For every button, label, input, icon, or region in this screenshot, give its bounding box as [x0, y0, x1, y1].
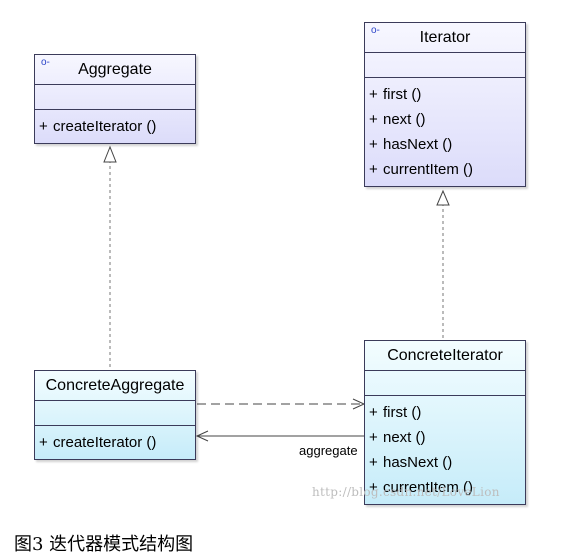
aggregate-operations: + createIterator () [35, 110, 195, 143]
operation-label: currentItem () [383, 161, 474, 178]
concrete-iterator-attributes [365, 371, 525, 396]
operation: + hasNext () [369, 450, 525, 475]
public-visibility-icon: + [39, 434, 48, 451]
operation-label: currentItem () [383, 479, 474, 496]
association-arrowhead [195, 430, 209, 442]
public-visibility-icon: + [369, 454, 378, 471]
public-visibility-icon: + [369, 136, 378, 153]
iterator-class-name: Iterator [419, 29, 471, 46]
public-visibility-icon: + [369, 86, 378, 103]
public-visibility-icon: + [369, 161, 378, 178]
operation: + first () [369, 400, 525, 425]
operation-label: first () [383, 86, 422, 103]
operation: + next () [369, 425, 525, 450]
realization-arrowhead-iterator [436, 189, 450, 206]
realization-arrowhead-aggregate [103, 145, 117, 163]
iterator-class[interactable]: o- Iterator + first () + next () + hasNext … [364, 22, 526, 187]
operation: + hasNext () [369, 132, 525, 157]
operation: + createIterator () [39, 430, 195, 455]
concrete-iterator-class-header: ConcreteIterator [365, 341, 525, 371]
operation: + currentItem () [369, 157, 525, 182]
operation-label: first () [383, 404, 422, 421]
iterator-attributes [365, 53, 525, 78]
concrete-iterator-operations: + first () + next () + hasNext () + currentI… [365, 396, 525, 504]
operation-label: createIterator () [53, 118, 157, 135]
watermark: http://blog.csdn.net/LoveLion [312, 485, 500, 499]
operation: + createIterator () [39, 114, 195, 139]
operation-label: next () [383, 111, 426, 128]
concrete-aggregate-class-header: ConcreteAggregate [35, 371, 195, 401]
concrete-aggregate-class-name: ConcreteAggregate [45, 377, 185, 394]
concrete-aggregate-operations: + createIterator () [35, 426, 195, 459]
concrete-iterator-class-name: ConcreteIterator [387, 347, 503, 364]
association-label: aggregate [299, 443, 358, 458]
aggregate-attributes [35, 85, 195, 110]
public-visibility-icon: + [39, 118, 48, 135]
interface-icon: o- [371, 25, 380, 36]
operation-label: hasNext () [383, 136, 453, 153]
concrete-aggregate-class[interactable]: ConcreteAggregate + createIterator () [34, 370, 196, 460]
operation-label: hasNext () [383, 454, 453, 471]
iterator-operations: + first () + next () + hasNext () + currentI… [365, 78, 525, 186]
public-visibility-icon: + [369, 479, 378, 496]
figure-caption: 图3 迭代器模式结构图 [14, 534, 194, 555]
concrete-aggregate-attributes [35, 401, 195, 426]
operation: + next () [369, 107, 525, 132]
operation-label: createIterator () [53, 434, 157, 451]
public-visibility-icon: + [369, 404, 378, 421]
concrete-iterator-class[interactable]: ConcreteIterator + first () + next () + has… [364, 340, 526, 505]
public-visibility-icon: + [369, 429, 378, 446]
public-visibility-icon: + [369, 111, 378, 128]
operation-label: next () [383, 429, 426, 446]
interface-icon: o- [41, 57, 50, 68]
operation: + first () [369, 82, 525, 107]
aggregate-class[interactable]: o- Aggregate + createIterator () [34, 54, 196, 144]
iterator-class-header: o- Iterator [365, 23, 525, 53]
aggregate-class-name: Aggregate [78, 61, 152, 78]
aggregate-class-header: o- Aggregate [35, 55, 195, 85]
operation: + currentItem () [369, 475, 525, 500]
